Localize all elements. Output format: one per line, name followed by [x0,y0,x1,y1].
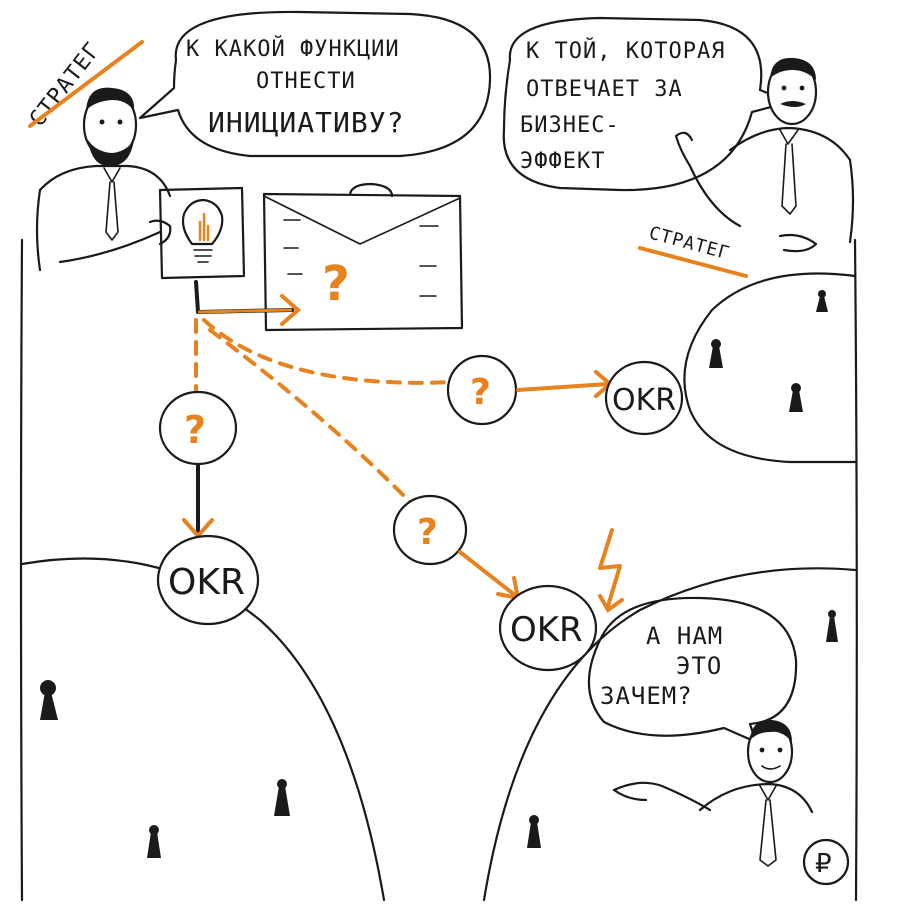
briefcase-icon: ? [262,182,464,332]
okr-node-left: OKR [156,534,260,626]
strategist-left-underline [28,40,144,128]
question-node-lower: ? [392,494,468,566]
strategist-right-label: СТРАТЕГ [638,223,748,278]
doubt-line-2: ЭТО [676,652,722,680]
department-dome-right [683,272,857,464]
arrow-lower-to-okr [458,550,518,598]
svg-text:OKR: OKR [168,562,245,603]
answer-line-2: ОТВЕЧАЕТ ЗА [526,77,683,102]
okr-node-right: OKR [604,360,684,436]
dashed-to-lower-question [208,328,414,506]
question-node-right: ? [446,354,518,426]
question-node-left: ? [158,390,238,466]
question-line-3: ИНИЦИАТИВУ? [208,106,404,139]
doubt-line-3: ЗАЧЕМ? [600,682,693,710]
answer-speech-bubble: К ТОЙ, КОТОРАЯ ОТВЕЧАЕТ ЗА БИЗНЕС- ЭФФЕК… [502,16,792,192]
department-dome-bottom-right [482,567,857,902]
doubt-speech-bubble: А НАМ ЭТО ЗАЧЕМ? [587,596,798,744]
lightbulb-icon [181,198,224,263]
lightning-icon [598,528,622,608]
svg-text:?: ? [417,512,438,553]
question-line-2: ОТНЕСТИ [256,69,356,94]
briefcase-question: ? [322,256,350,312]
answer-line-1: К ТОЙ, КОТОРАЯ [526,38,725,64]
keyhole-icon [527,610,838,848]
ruble-icon: ₽ [802,838,850,886]
question-line-1: К КАКОЙ ФУНКЦИИ [186,36,400,62]
strategist-right-figure [674,57,855,253]
keyhole-icon [40,680,290,858]
strategist-left-figure [35,87,172,272]
doubt-line-1: А НАМ [646,622,723,650]
arrow-right-to-okr [516,382,610,392]
svg-text:СТРАТЕГ: СТРАТЕГ [647,223,732,265]
answer-line-3: БИЗНЕС- [520,113,620,138]
dashed-to-right-question [202,318,456,385]
idea-card [158,186,246,280]
question-speech-bubble: К КАКОЙ ФУНКЦИИ ОТНЕСТИ ИНИЦИАТИВУ? [138,10,492,158]
svg-text:OKR: OKR [612,383,676,418]
okr-node-bottom: OKR [498,584,598,672]
svg-text:?: ? [184,408,206,452]
keyhole-icon [709,290,828,412]
flow-arrows [194,280,456,506]
strategist-right-underline [638,246,748,278]
svg-text:₽: ₽ [815,849,832,879]
answer-line-4: ЭФФЕКТ [520,149,605,174]
frame-left-line [19,238,24,902]
arrow-to-briefcase [194,280,294,314]
svg-text:OKR: OKR [510,610,583,650]
employee-figure [612,719,814,867]
department-dome-left [20,557,386,902]
frame-right-line [853,238,858,902]
svg-text:?: ? [470,372,491,413]
